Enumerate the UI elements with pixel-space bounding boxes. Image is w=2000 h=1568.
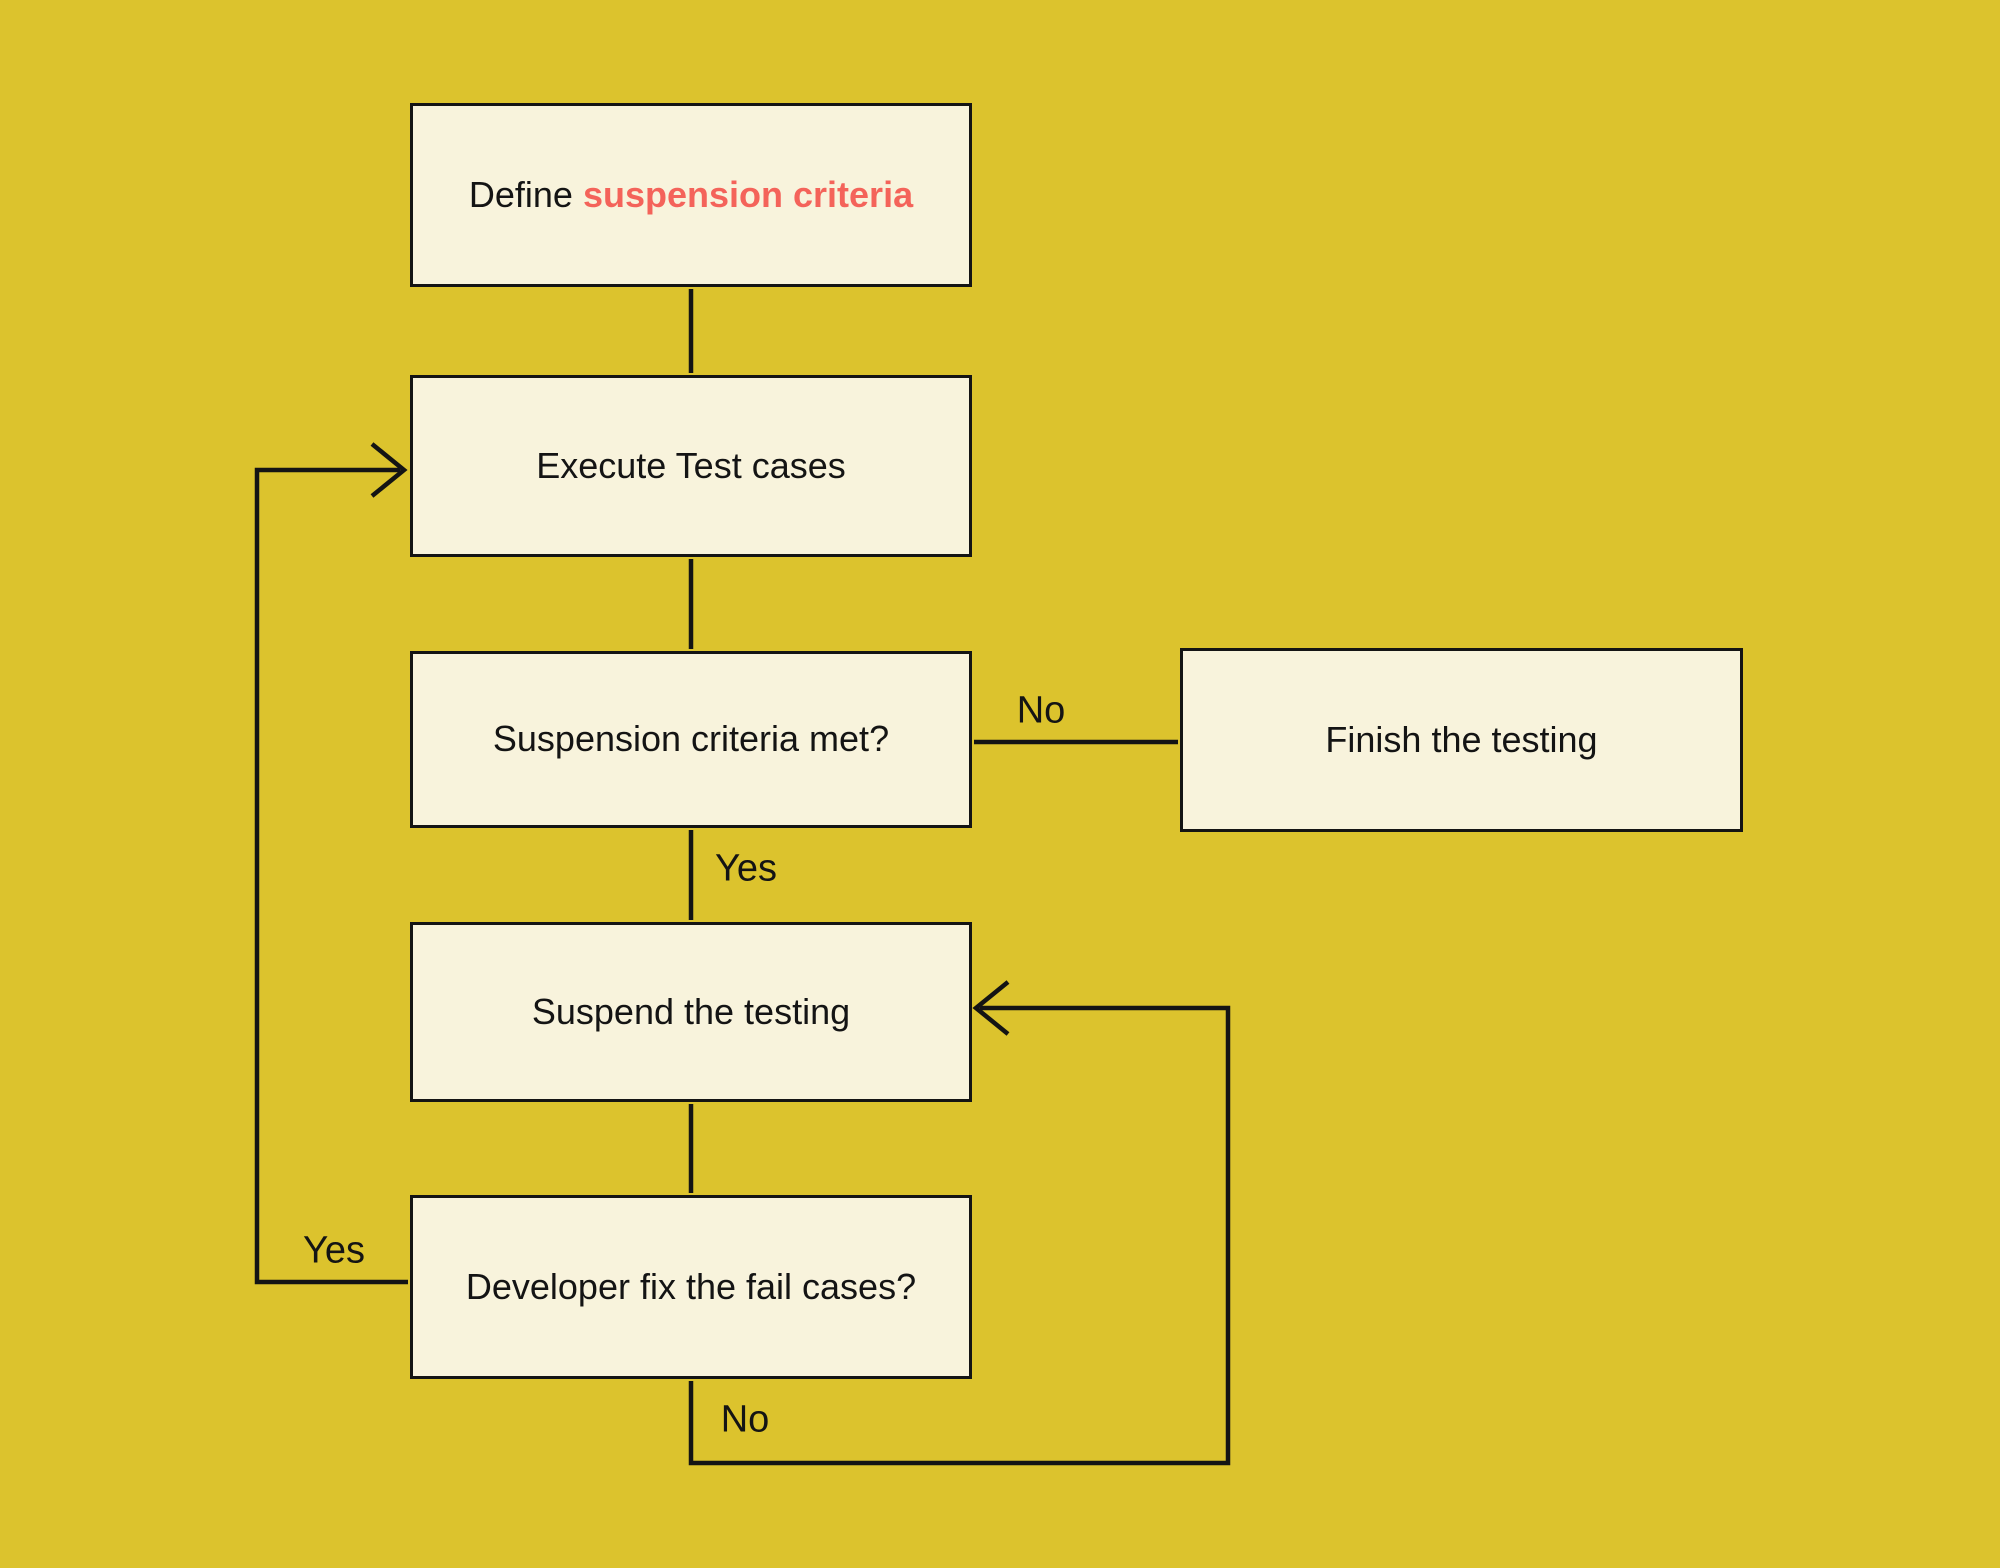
- node-define-label: Define suspension criteria: [468, 173, 914, 215]
- node-execute-label: Execute Test cases: [536, 444, 846, 486]
- node-developer-fix-fail-cases: Developer fix the fail cases?: [410, 1195, 972, 1379]
- node-criteria-met-label: Suspension criteria met?: [492, 718, 890, 760]
- node-suspension-criteria-met: Suspension criteria met?: [410, 651, 972, 828]
- edge-label-criteria-yes: Yes: [715, 847, 777, 890]
- highlighted-text: suspension criteria: [582, 173, 914, 215]
- node-define-suspension-criteria: Define suspension criteria: [410, 103, 972, 287]
- node-finish-label: Finish the testing: [1325, 718, 1598, 760]
- node-execute-test-cases: Execute Test cases: [410, 375, 972, 557]
- node-finish-the-testing: Finish the testing: [1180, 648, 1743, 832]
- edge-developer-yes-loop: [254, 467, 408, 1285]
- edge-label-developer-yes: Yes: [303, 1229, 365, 1272]
- node-suspend-the-testing: Suspend the testing: [410, 922, 972, 1102]
- arrowhead-into-suspend: [972, 980, 1010, 1036]
- node-suspend-label: Suspend the testing: [531, 990, 851, 1032]
- edge-label-developer-no: No: [720, 1398, 770, 1441]
- edge-label-criteria-no: No: [1016, 689, 1066, 732]
- arrowhead-into-execute: [370, 442, 408, 498]
- node-developer-label: Developer fix the fail cases?: [465, 1265, 917, 1307]
